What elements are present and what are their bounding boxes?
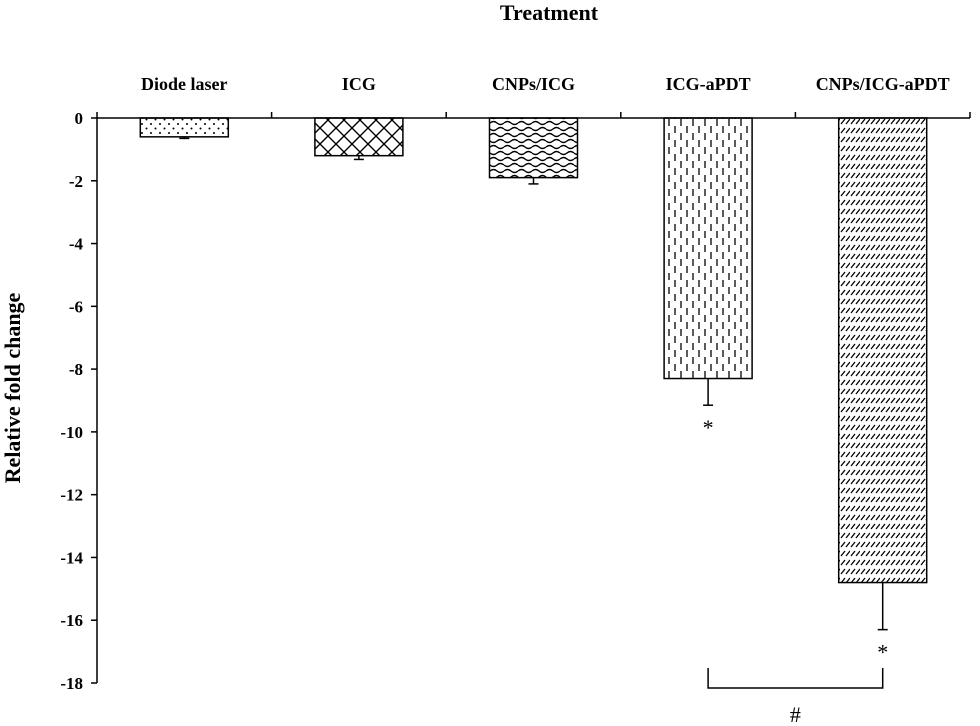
y-tick-label: -12 (60, 486, 83, 505)
y-tick-label: -18 (60, 674, 83, 693)
y-axis-title: Relative fold change (0, 292, 25, 483)
bar-4 (663, 117, 753, 380)
y-tick-label: -2 (69, 172, 83, 191)
bar-2 (314, 117, 404, 157)
y-tick-label: -10 (60, 423, 83, 442)
y-tick-label: -6 (69, 297, 83, 316)
bars-group (139, 117, 928, 584)
comparison-label: # (790, 702, 801, 726)
category-label-5: CNPs/ICG-aPDT (816, 74, 950, 94)
y-tick-label: -4 (69, 235, 84, 254)
category-label-2: ICG (342, 74, 376, 94)
significance-mark-5: * (877, 640, 888, 665)
x-axis-title: Treatment (500, 0, 599, 25)
bar-5 (837, 117, 928, 584)
significance-group: * * # (703, 415, 889, 726)
category-label-3: CNPs/ICG (492, 74, 575, 94)
y-tick-label: -8 (69, 360, 83, 379)
comparison-bracket (707, 668, 884, 689)
y-ticks-group: 0 -2 -4 -6 -8 -10 -12 -14 -16 -18 (60, 109, 97, 693)
axes-group (96, 112, 971, 683)
y-tick-label: -16 (60, 611, 83, 630)
category-label-1: Diode laser (141, 74, 227, 94)
y-tick-label: 0 (75, 109, 84, 128)
y-tick-label: -14 (60, 548, 83, 567)
category-labels-group: Diode laser ICG CNPs/ICG ICG-aPDT CNPs/ICG-a… (141, 74, 950, 94)
significance-mark-4: * (703, 415, 714, 440)
category-label-4: ICG-aPDT (666, 74, 751, 94)
bar-3 (488, 117, 579, 179)
bar-1 (139, 117, 230, 138)
error-bars-group (179, 136, 888, 631)
